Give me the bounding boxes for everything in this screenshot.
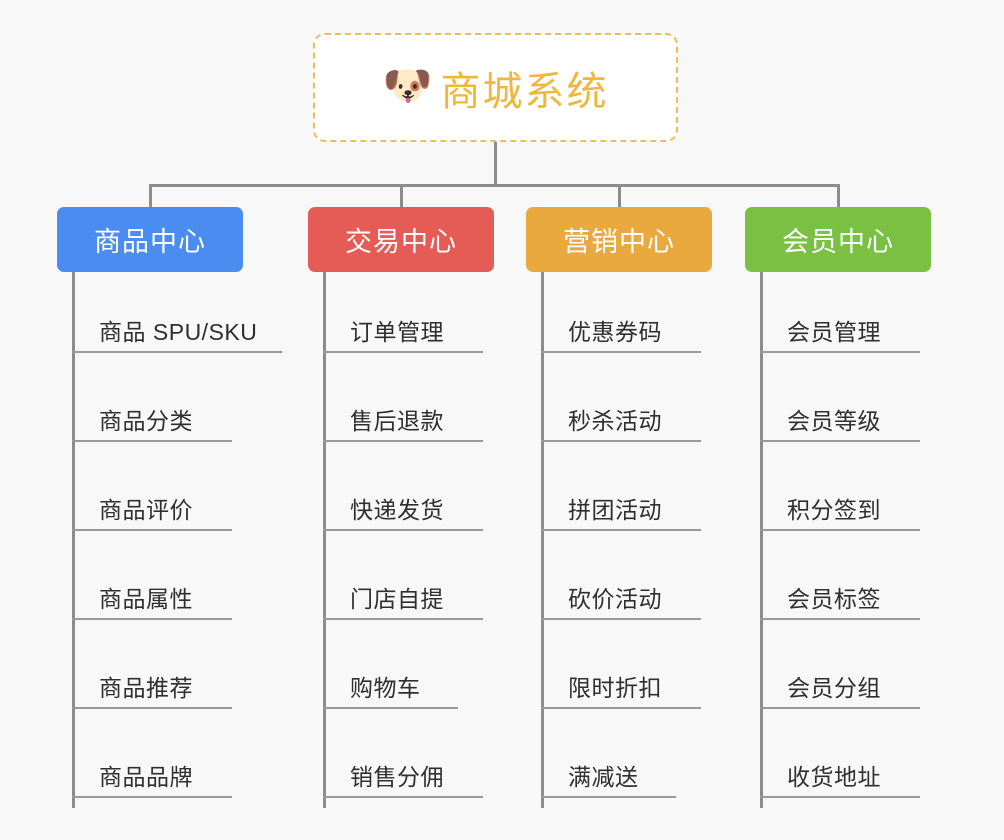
category-box-product-center[interactable]: 商品中心 [57,207,243,272]
leaf-label: 购物车 [350,675,421,701]
leaf-item[interactable]: 订单管理 [323,307,483,353]
connector-spine-member-center [760,272,763,808]
leaf-label: 商品评价 [99,497,193,523]
leaf-label: 商品属性 [99,586,193,612]
root-node-content: 🐶 商城系统 [383,59,609,117]
category-label-trade-center: 交易中心 [345,227,457,257]
leaf-item[interactable]: 优惠券码 [541,307,701,353]
leaf-label: 拼团活动 [568,497,662,523]
leaf-label: 会员管理 [787,319,881,345]
leaf-item[interactable]: 满减送 [541,752,676,798]
leaf-item[interactable]: 商品品牌 [72,752,232,798]
connector-drop-trade-center [400,184,403,207]
leaf-label: 销售分佣 [350,764,444,790]
category-box-trade-center[interactable]: 交易中心 [308,207,494,272]
leaf-label: 商品分类 [99,408,193,434]
connector-horizontal-bus [149,184,840,187]
connector-root-stem [494,142,497,186]
leaf-label: 积分签到 [787,497,881,523]
root-node-title: 商城系统 [440,69,609,114]
leaf-item[interactable]: 快递发货 [323,485,483,531]
leaf-item[interactable]: 砍价活动 [541,574,701,620]
leaf-item[interactable]: 商品 SPU/SKU [72,307,282,353]
leaf-item[interactable]: 限时折扣 [541,663,701,709]
leaf-item[interactable]: 商品推荐 [72,663,232,709]
connector-spine-trade-center [323,272,326,808]
category-box-member-center[interactable]: 会员中心 [745,207,931,272]
leaf-label: 秒杀活动 [568,408,662,434]
leaf-label: 门店自提 [350,586,444,612]
category-label-product-center: 商品中心 [94,227,206,257]
connector-spine-marketing-center [541,272,544,808]
leaf-item[interactable]: 拼团活动 [541,485,701,531]
leaf-item[interactable]: 商品属性 [72,574,232,620]
leaf-item[interactable]: 积分签到 [760,485,920,531]
connector-drop-marketing-center [618,184,621,207]
leaf-label: 售后退款 [350,408,444,434]
category-label-marketing-center: 营销中心 [563,227,675,257]
leaf-item[interactable]: 收货地址 [760,752,920,798]
leaf-label: 限时折扣 [568,675,662,701]
category-box-marketing-center[interactable]: 营销中心 [526,207,712,272]
leaf-label: 商品品牌 [99,764,193,790]
leaf-item[interactable]: 购物车 [323,663,458,709]
leaf-item[interactable]: 门店自提 [323,574,483,620]
leaf-item[interactable]: 会员分组 [760,663,920,709]
leaf-label: 商品推荐 [99,675,193,701]
leaf-label: 会员分组 [787,675,881,701]
category-label-member-center: 会员中心 [782,227,894,257]
leaf-item[interactable]: 销售分佣 [323,752,483,798]
connector-drop-member-center [837,184,840,207]
leaf-item[interactable]: 会员等级 [760,396,920,442]
leaf-item[interactable]: 会员管理 [760,307,920,353]
leaf-label: 会员标签 [787,586,881,612]
leaf-label: 订单管理 [350,319,444,345]
leaf-item[interactable]: 商品分类 [72,396,232,442]
leaf-label: 会员等级 [787,408,881,434]
root-node-shop-system[interactable]: 🐶 商城系统 [313,33,678,142]
leaf-item[interactable]: 会员标签 [760,574,920,620]
leaf-item[interactable]: 售后退款 [323,396,483,442]
leaf-label: 收货地址 [787,764,881,790]
leaf-label: 商品 SPU/SKU [99,319,258,345]
leaf-item[interactable]: 商品评价 [72,485,232,531]
connector-drop-product-center [149,184,152,207]
leaf-item[interactable]: 秒杀活动 [541,396,701,442]
connector-spine-product-center [72,272,75,808]
leaf-label: 满减送 [568,764,639,790]
leaf-label: 优惠券码 [568,319,662,345]
shiba-dog-face-icon: 🐶 [382,63,433,108]
leaf-label: 砍价活动 [568,586,662,612]
leaf-label: 快递发货 [350,497,444,523]
